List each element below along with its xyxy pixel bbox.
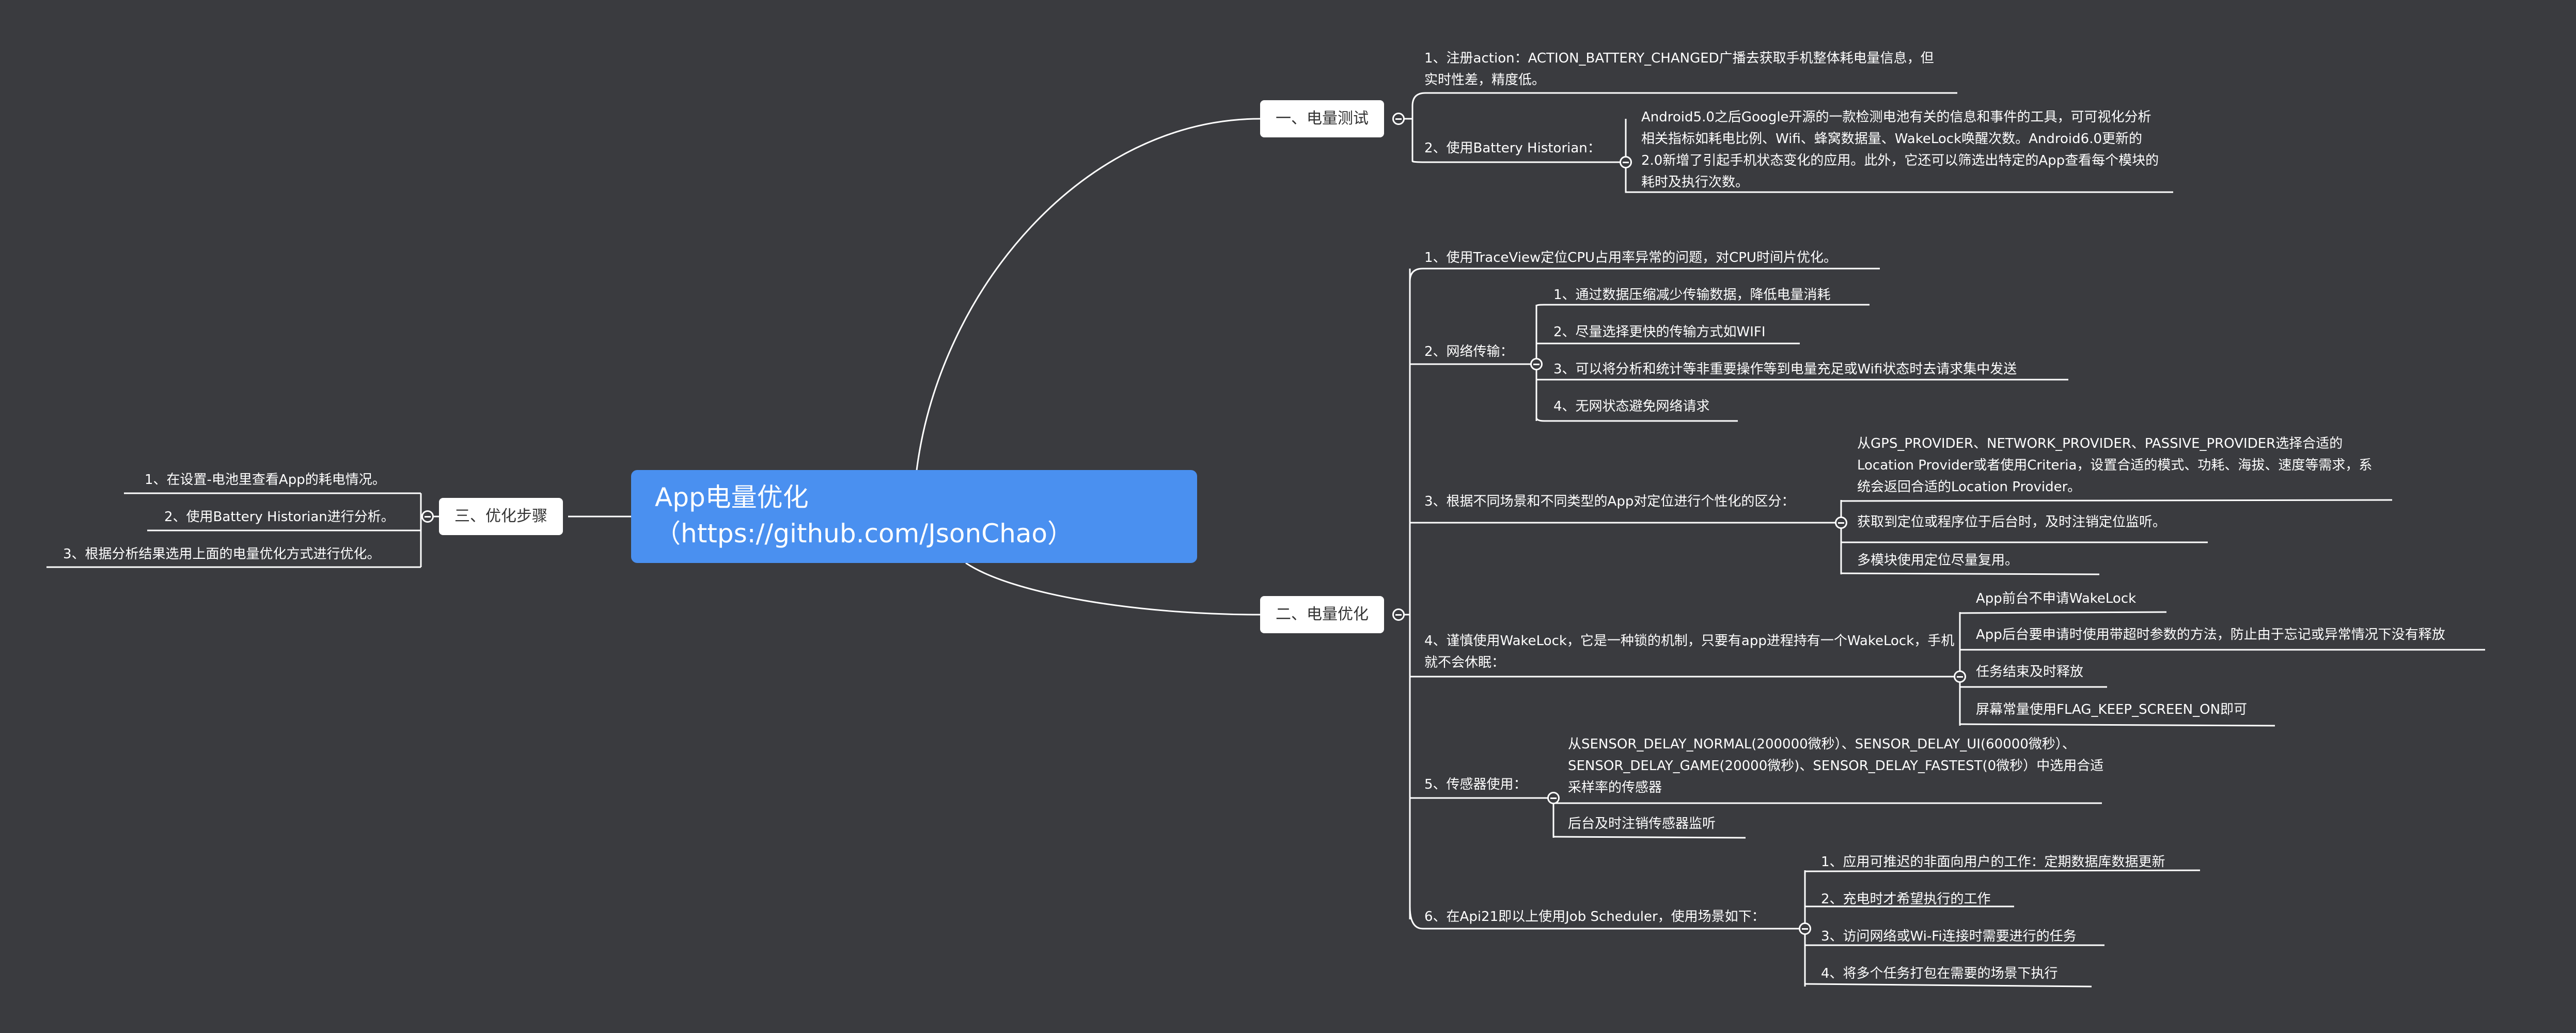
optimization-item-3[interactable]: 3、根据不同场景和不同类型的App对定位进行个性化的区分：	[1424, 494, 1795, 509]
node-battery-test[interactable]: 一、电量测试	[1260, 100, 1384, 137]
wakelock-item-4[interactable]: 屏幕常量使用FLAG_KEEP_SCREEN_ON即可	[1976, 702, 2248, 717]
node-optimization-steps[interactable]: 三、优化步骤	[439, 498, 563, 535]
collapse-battery-test-icon[interactable]	[1392, 113, 1405, 125]
optimization-item-2[interactable]: 2、网络传输：	[1424, 344, 1514, 359]
collapse-battery-historian-icon[interactable]	[1620, 156, 1632, 168]
wakelock-item-3[interactable]: 任务结束及时释放	[1976, 664, 2084, 680]
step-item-2[interactable]: 2、使用Battery Historian进行分析。	[164, 509, 395, 525]
node-battery-test-label: 一、电量测试	[1276, 109, 1369, 128]
collapse-network-icon[interactable]	[1530, 358, 1543, 370]
node-battery-optimization-label: 二、电量优化	[1276, 605, 1369, 623]
step-item-3[interactable]: 3、根据分析结果选用上面的电量优化方式进行优化。	[63, 546, 381, 562]
battery-historian-detail[interactable]: Android5.0之后Google开源的一款检测电池有关的信息和事件的工具，可…	[1641, 109, 2159, 190]
collapse-job-scheduler-icon[interactable]	[1799, 922, 1811, 935]
wakelock-item-1[interactable]: App前台不申请WakeLock	[1976, 591, 2137, 606]
optimization-item-5[interactable]: 5、传感器使用：	[1424, 777, 1527, 792]
location-item-2[interactable]: 获取到定位或程序位于后台时，及时注销定位监听。	[1857, 514, 2166, 530]
network-item-2[interactable]: 2、尽量选择更快的传输方式如WIFI	[1553, 324, 1766, 340]
job-scheduler-item-3[interactable]: 3、访问网络或Wi-Fi连接时需要进行的任务	[1821, 929, 2077, 944]
optimization-item-1[interactable]: 1、使用TraceView定位CPU占用率异常的问题，对CPU时间片优化。	[1424, 250, 1837, 265]
location-item-3[interactable]: 多模块使用定位尽量复用。	[1857, 553, 2019, 568]
job-scheduler-item-1[interactable]: 1、应用可推迟的非面向用户的工作：定期数据库数据更新	[1821, 854, 2165, 870]
root-topic-label: App电量优化（https://github.com/JsonChao）	[655, 482, 1074, 549]
root-topic[interactable]: App电量优化（https://github.com/JsonChao）	[631, 470, 1197, 563]
location-item-1[interactable]: 从GPS_PROVIDER、NETWORK_PROVIDER、PASSIVE_P…	[1857, 436, 2373, 495]
collapse-location-icon[interactable]	[1835, 516, 1847, 529]
sensor-item-1[interactable]: 从SENSOR_DELAY_NORMAL(200000微秒）、SENSOR_DE…	[1568, 737, 2104, 795]
step-item-1[interactable]: 1、在设置-电池里查看App的耗电情况。	[145, 472, 386, 488]
sensor-item-2[interactable]: 后台及时注销传感器监听	[1568, 816, 1716, 832]
wakelock-item-2[interactable]: App后台要申请时使用带超时参数的方法，防止由于忘记或异常情况下没有释放	[1976, 627, 2445, 643]
network-item-4[interactable]: 4、无网状态避免网络请求	[1553, 399, 1710, 414]
optimization-item-4[interactable]: 4、谨慎使用WakeLock，它是一种锁的机制，只要有app进程持有一个Wake…	[1424, 633, 1955, 670]
job-scheduler-item-4[interactable]: 4、将多个任务打包在需要的场景下执行	[1821, 966, 2058, 981]
job-scheduler-item-2[interactable]: 2、充电时才希望执行的工作	[1821, 891, 1991, 907]
battery-test-item-1[interactable]: 1、注册action：ACTION_BATTERY_CHANGED广播去获取手机…	[1424, 51, 1934, 88]
optimization-item-6[interactable]: 6、在Api21即以上使用Job Scheduler，使用场景如下：	[1424, 909, 1765, 925]
network-item-1[interactable]: 1、通过数据压缩减少传输数据，降低电量消耗	[1553, 287, 1831, 303]
node-battery-optimization[interactable]: 二、电量优化	[1260, 596, 1384, 633]
node-optimization-steps-label: 三、优化步骤	[454, 507, 547, 525]
battery-test-item-2[interactable]: 2、使用Battery Historian：	[1424, 140, 1601, 156]
collapse-wakelock-icon[interactable]	[1954, 670, 1966, 683]
collapse-battery-optimization-icon[interactable]	[1392, 608, 1405, 621]
collapse-optimization-steps-icon[interactable]	[421, 510, 434, 523]
collapse-sensor-icon[interactable]	[1547, 792, 1560, 804]
network-item-3[interactable]: 3、可以将分析和统计等非重要操作等到电量充足或Wifi状态时去请求集中发送	[1553, 362, 2017, 377]
